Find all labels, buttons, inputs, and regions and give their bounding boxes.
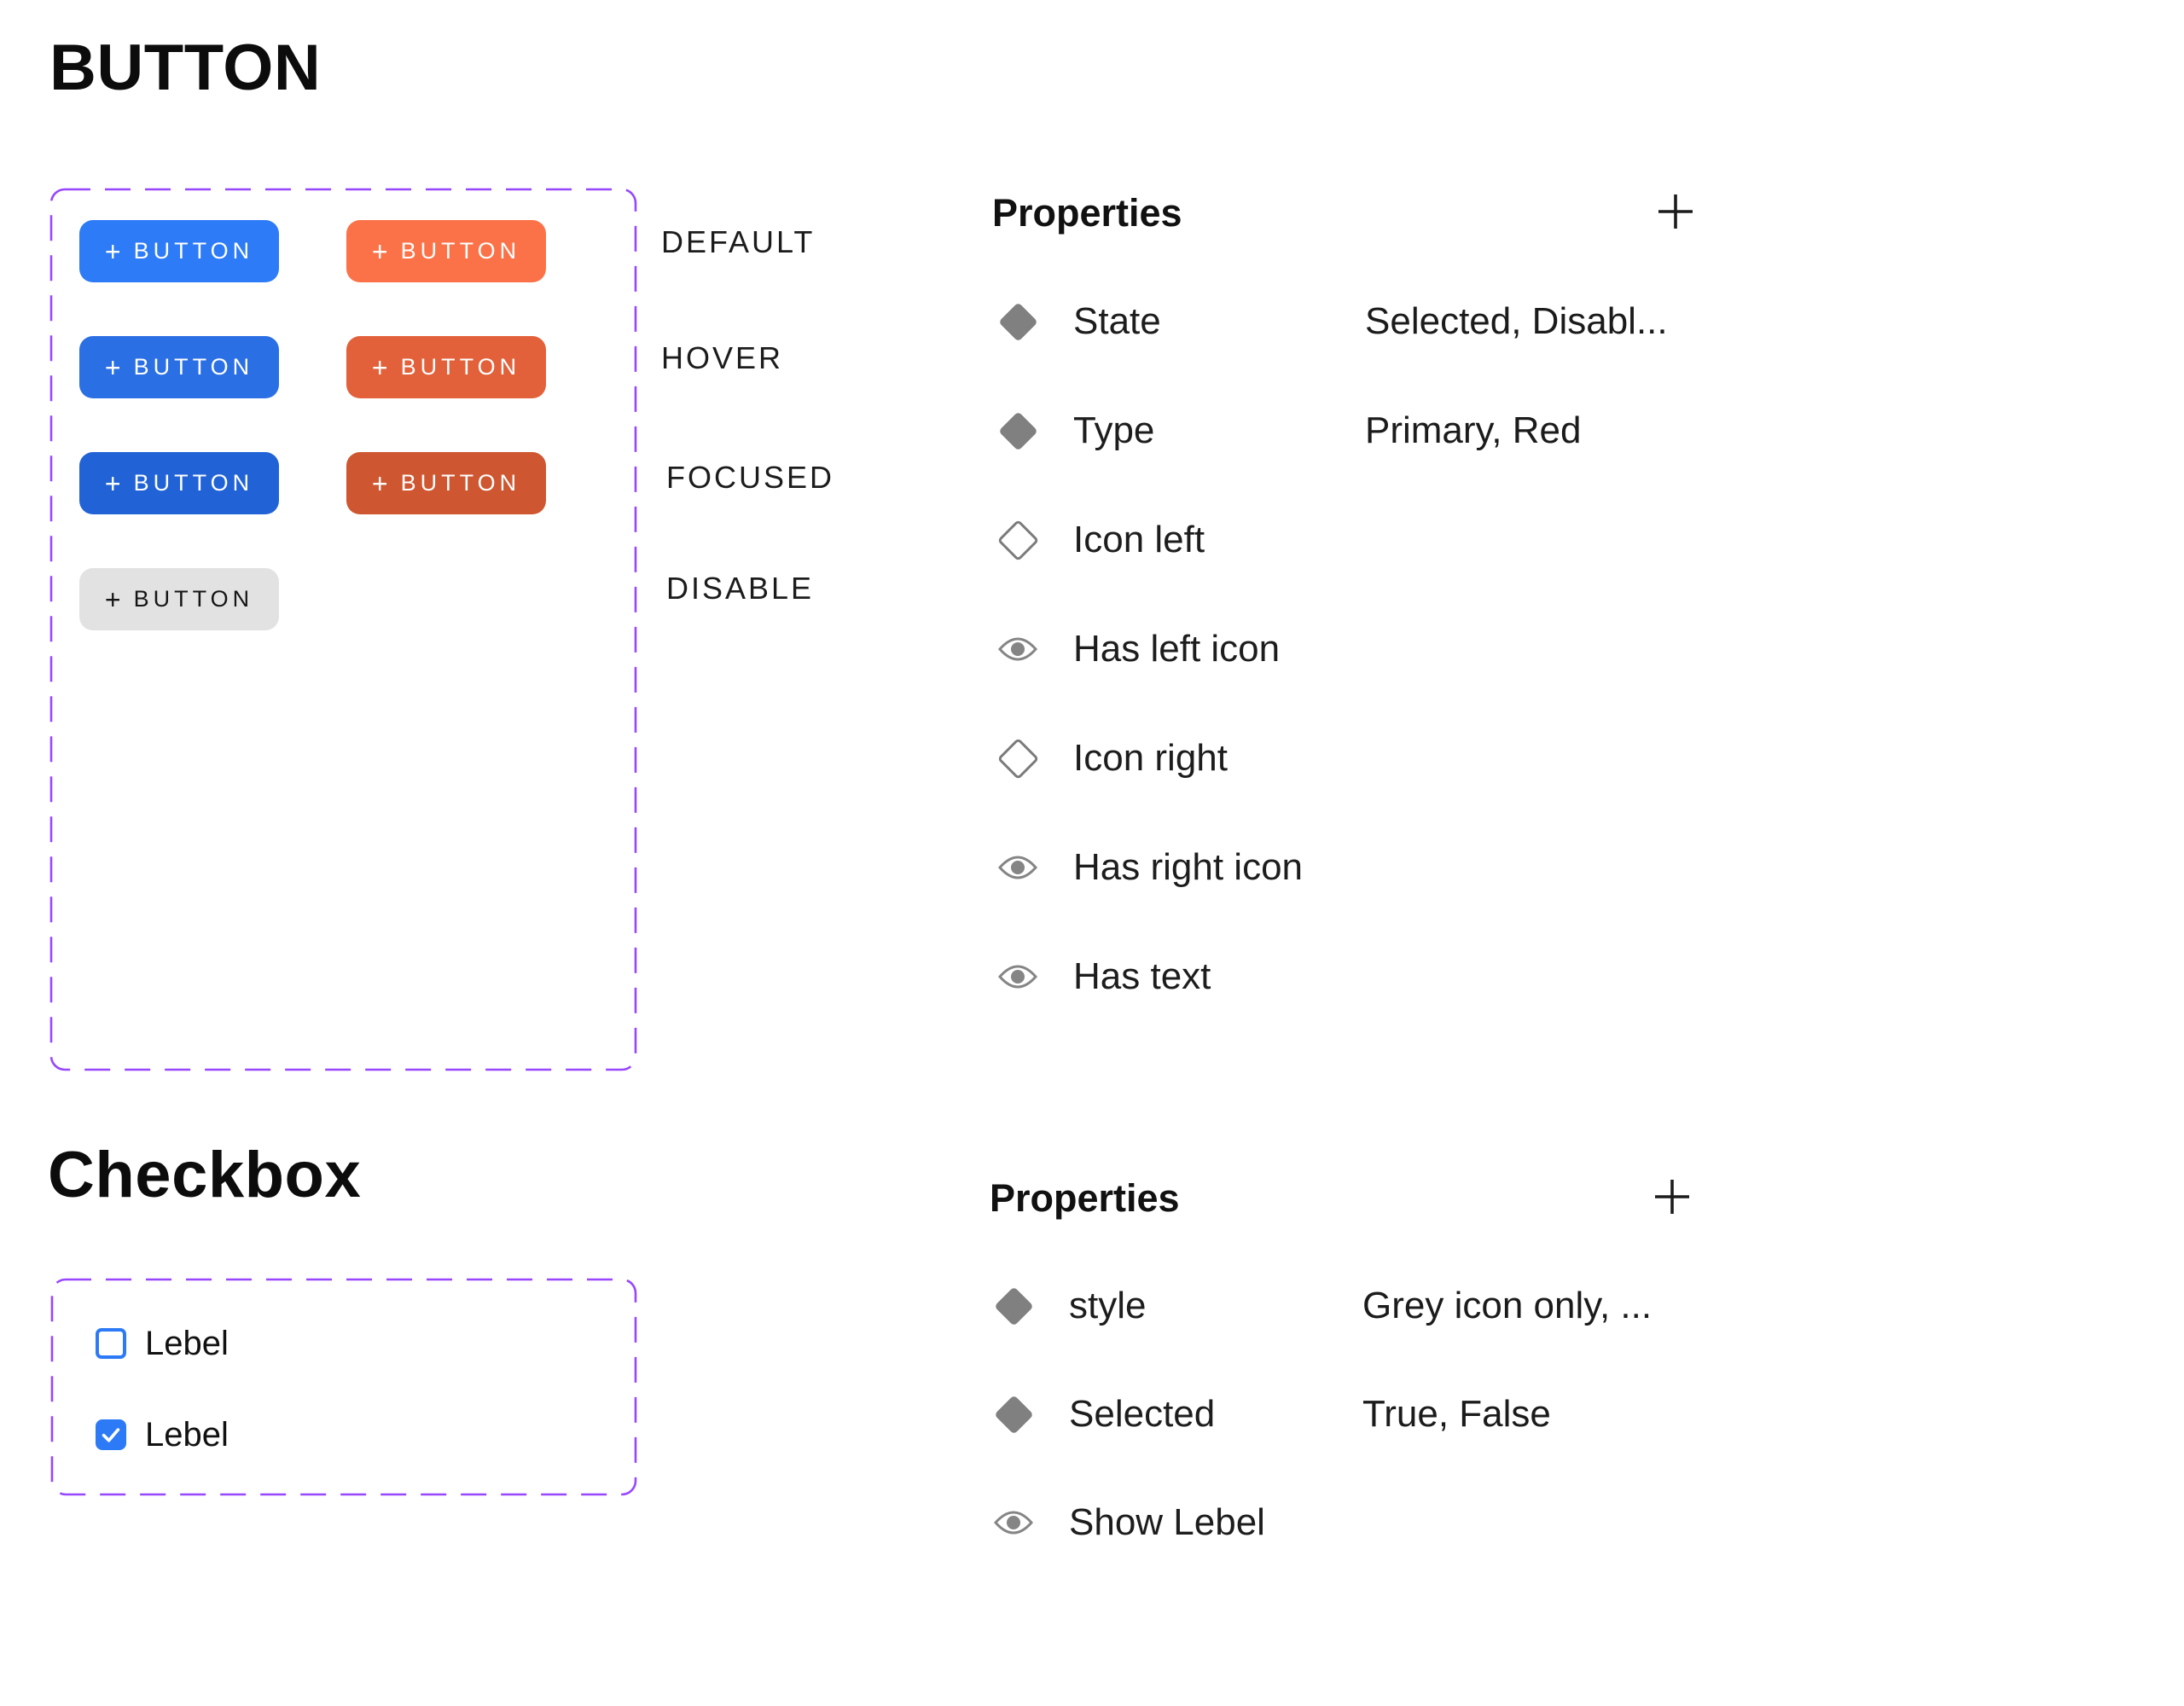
state-label-hover: HOVER [661, 340, 784, 375]
property-row-selected[interactable]: Selected True, False [992, 1390, 1760, 1438]
property-label: Has right icon [1073, 846, 1304, 888]
plus-icon [1658, 194, 1693, 229]
plus-glyph: + [371, 351, 388, 383]
property-label: Has text [1073, 955, 1211, 997]
eye-icon [996, 635, 1039, 664]
property-row-type[interactable]: Type Primary, Red [996, 407, 1764, 455]
checkbox-checked[interactable] [96, 1419, 126, 1450]
property-row-state[interactable]: State Selected, Disabl... [996, 298, 1764, 345]
plus-glyph: + [371, 467, 388, 499]
add-property-button[interactable] [1657, 193, 1694, 230]
property-label: State [1073, 300, 1161, 342]
plus-glyph: + [104, 467, 121, 499]
instance-diamond-icon [996, 737, 1039, 780]
variant-diamond-icon [996, 301, 1039, 342]
plus-icon [1655, 1180, 1689, 1214]
button-primary-focused[interactable]: + BUTTON [79, 452, 279, 514]
property-label: Selected [1069, 1393, 1216, 1435]
plus-glyph: + [104, 583, 121, 615]
button-label: BUTTON [400, 470, 521, 496]
state-label-focused: FOCUSED [666, 460, 835, 495]
button-disabled[interactable]: + BUTTON [79, 568, 279, 630]
button-label: BUTTON [400, 238, 521, 264]
component-frame-checkbox [50, 1278, 637, 1496]
checkbox-unchecked[interactable] [96, 1328, 126, 1359]
section-title-checkbox: Checkbox [48, 1139, 362, 1211]
variant-diamond-icon [996, 410, 1039, 451]
button-label: BUTTON [133, 354, 254, 380]
add-property-button[interactable] [1653, 1178, 1691, 1216]
properties-title: Properties [992, 191, 1182, 235]
property-label: Icon left [1073, 519, 1205, 560]
property-value: True, False [1362, 1393, 1551, 1435]
property-label: Type [1073, 409, 1155, 451]
button-label: BUTTON [400, 354, 521, 380]
plus-glyph: + [104, 351, 121, 383]
variant-diamond-icon [992, 1285, 1035, 1326]
property-row-has-right-icon[interactable]: Has right icon [996, 844, 1764, 891]
button-red-focused[interactable]: + BUTTON [346, 452, 546, 514]
property-label: style [1069, 1285, 1147, 1326]
button-primary-hover[interactable]: + BUTTON [79, 336, 279, 398]
button-red-hover[interactable]: + BUTTON [346, 336, 546, 398]
checkbox-label: Lebel [145, 1325, 229, 1362]
property-value: Primary, Red [1365, 409, 1582, 451]
variant-diamond-icon [992, 1394, 1035, 1435]
property-row-icon-right[interactable]: Icon right [996, 734, 1764, 782]
button-label: BUTTON [133, 470, 254, 496]
eye-icon [996, 853, 1039, 882]
property-row-has-text[interactable]: Has text [996, 953, 1764, 1001]
properties-title: Properties [990, 1176, 1180, 1220]
button-red-default[interactable]: + BUTTON [346, 220, 546, 282]
state-label-disable: DISABLE [666, 571, 815, 606]
property-label: Icon right [1073, 737, 1228, 779]
button-label: BUTTON [133, 238, 254, 264]
plus-glyph: + [104, 235, 121, 267]
property-label: Show Lebel [1069, 1501, 1265, 1543]
button-label: BUTTON [133, 586, 254, 612]
checkbox-label: Lebel [145, 1416, 229, 1454]
state-label-default: DEFAULT [661, 224, 816, 259]
section-title-button: BUTTON [49, 32, 322, 104]
instance-diamond-icon [996, 519, 1039, 561]
button-primary-default[interactable]: + BUTTON [79, 220, 279, 282]
eye-icon [992, 1508, 1035, 1537]
property-row-style[interactable]: style Grey icon only, ... [992, 1282, 1760, 1330]
property-label: Has left icon [1073, 628, 1281, 670]
check-icon [102, 1428, 120, 1442]
eye-icon [996, 962, 1039, 991]
property-value: Selected, Disabl... [1365, 300, 1668, 342]
plus-glyph: + [371, 235, 388, 267]
property-row-show-lebel[interactable]: Show Lebel [992, 1499, 1760, 1546]
property-value: Grey icon only, ... [1362, 1285, 1653, 1326]
property-row-icon-left[interactable]: Icon left [996, 516, 1764, 564]
property-row-has-left-icon[interactable]: Has left icon [996, 625, 1764, 673]
